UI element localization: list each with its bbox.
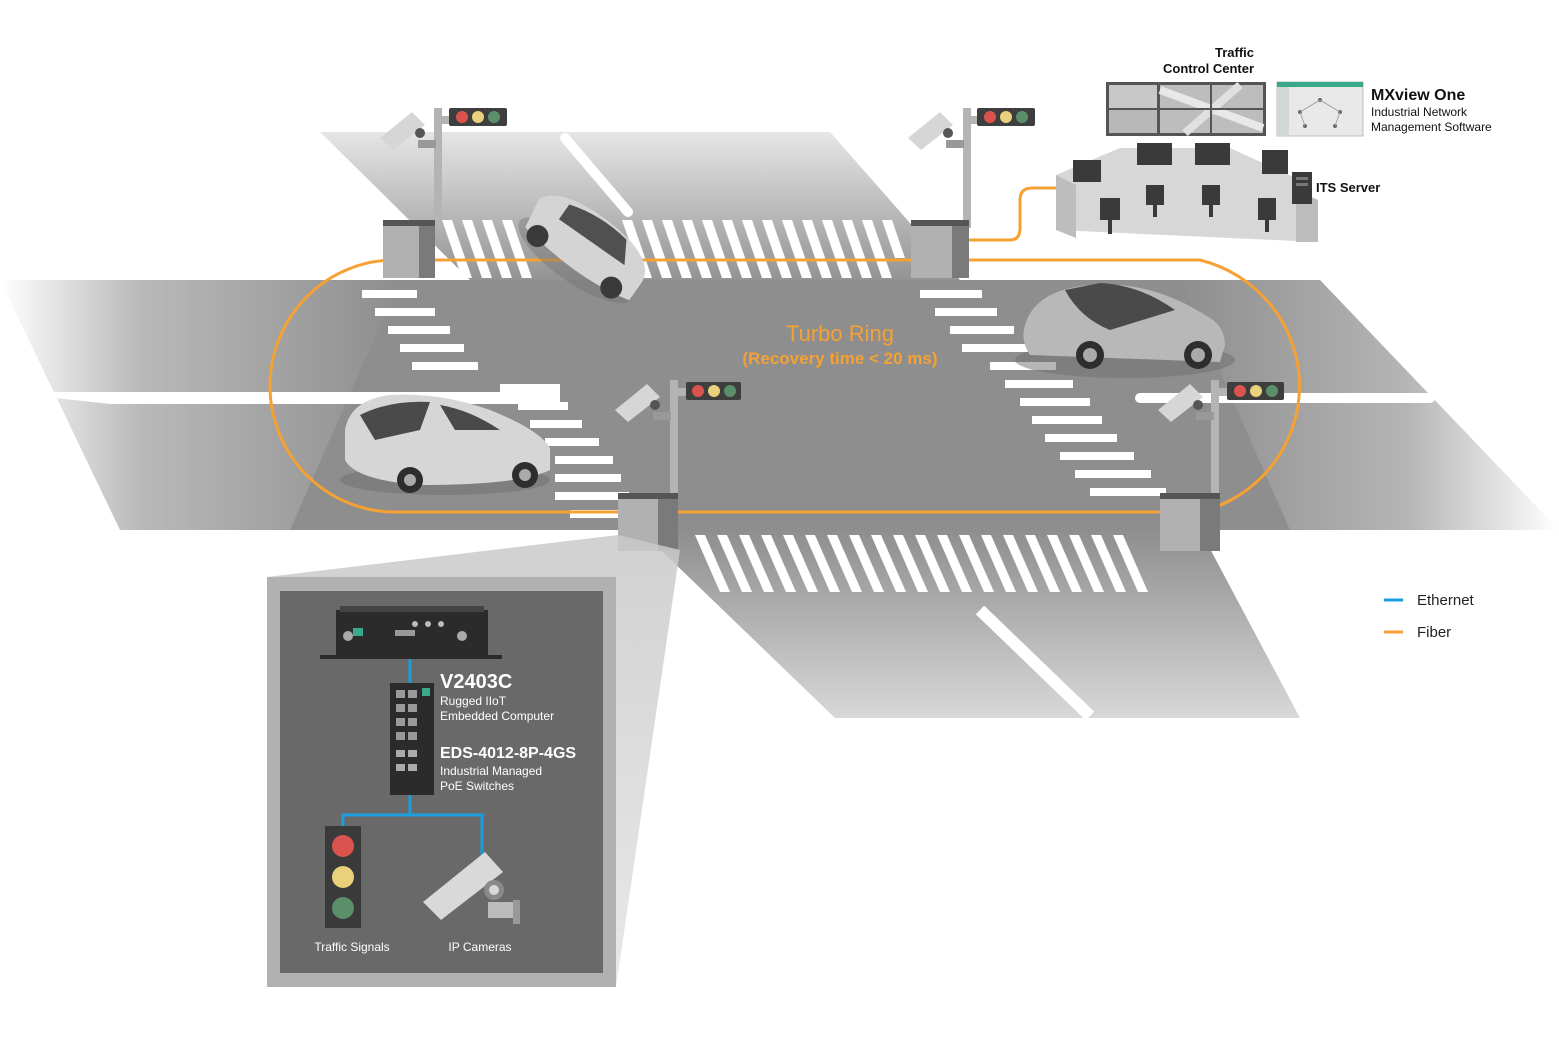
lane-divider-right: [1135, 393, 1435, 403]
ip-camera-icon: [423, 852, 520, 924]
camera-icon: [380, 112, 436, 150]
signal-red-light: [984, 111, 996, 123]
control-center: Traffic Control Center: [1056, 45, 1492, 242]
road-top: [320, 132, 960, 280]
traffic-signal-icon: [325, 826, 361, 928]
fiber-turbo-ring: [268, 258, 1301, 514]
legend-ethernet-label: Ethernet: [1417, 592, 1475, 609]
roadside-unit-top-left: [380, 108, 507, 278]
mxview-title: MXview One: [1371, 87, 1465, 104]
embedded-computer: [320, 606, 502, 659]
turbo-ring-title: Turbo Ring: [786, 321, 894, 346]
turbo-ring-subtitle: (Recovery time < 20 ms): [742, 349, 937, 368]
inset-panel: V2403C Rugged IIoT Embedded Computer EDS…: [267, 577, 616, 987]
video-wall: [1106, 81, 1266, 137]
signal-yellow-light: [472, 111, 484, 123]
legend-fiber-label: Fiber: [1417, 624, 1451, 641]
camera-icon: [615, 384, 671, 422]
switch-desc-line1: Industrial Managed: [440, 764, 542, 778]
computer-desc-line2: Embedded Computer: [440, 709, 554, 723]
signal-red-light: [1234, 385, 1246, 397]
computer-model-name: V2403C: [440, 671, 512, 693]
control-center-title-line2: Control Center: [1163, 61, 1254, 76]
roadside-unit-bottom-left: [615, 380, 741, 551]
center-line-top: [560, 133, 633, 217]
switch-model-name: EDS-4012-8P-4GS: [440, 745, 576, 762]
traffic-signals-label: Traffic Signals: [314, 940, 389, 954]
center-line-bottom: [975, 605, 1095, 721]
its-server-label: ITS Server: [1316, 180, 1380, 195]
monitor-icon: [1073, 143, 1288, 182]
chair-icon: [1100, 185, 1276, 234]
switch-desc-line2: PoE Switches: [440, 779, 514, 793]
roadside-unit-bottom-right: [1158, 380, 1284, 551]
poe-switch: [390, 683, 434, 795]
control-center-title-line1: Traffic: [1215, 45, 1254, 60]
mxview-screen: [1276, 81, 1364, 137]
signal-yellow-light: [1250, 385, 1262, 397]
crosswalk-top: [442, 220, 905, 278]
car-top: [518, 195, 645, 304]
signal-green-light: [1266, 385, 1278, 397]
roadside-unit-top-right: [908, 108, 1035, 278]
crosswalk-left: [362, 290, 630, 518]
roads: [0, 132, 1559, 721]
server-icon: [1292, 172, 1312, 204]
fiber-link-control-center: [968, 186, 1060, 242]
mxview-desc-line1: Industrial Network: [1371, 105, 1468, 119]
signal-green-light: [724, 385, 736, 397]
camera-icon: [908, 112, 964, 150]
console-desk: [1056, 148, 1318, 242]
signal-red-light: [692, 385, 704, 397]
ethernet-link-switch-devices: [341, 795, 484, 858]
legend: Ethernet Fiber: [1384, 592, 1475, 641]
road-right-fade: [1180, 280, 1559, 530]
crosswalk-bottom: [695, 535, 1148, 592]
signal-yellow-light: [1000, 111, 1012, 123]
ip-cameras-label: IP Cameras: [448, 940, 511, 954]
signal-yellow-light: [708, 385, 720, 397]
signal-red-light: [456, 111, 468, 123]
signal-green-light: [488, 111, 500, 123]
car-right: [1015, 283, 1235, 378]
car-left: [340, 394, 550, 495]
camera-icon: [1158, 384, 1214, 422]
computer-desc-line1: Rugged IIoT: [440, 694, 507, 708]
signal-green-light: [1016, 111, 1028, 123]
mxview-desc-line2: Management Software: [1371, 120, 1492, 134]
